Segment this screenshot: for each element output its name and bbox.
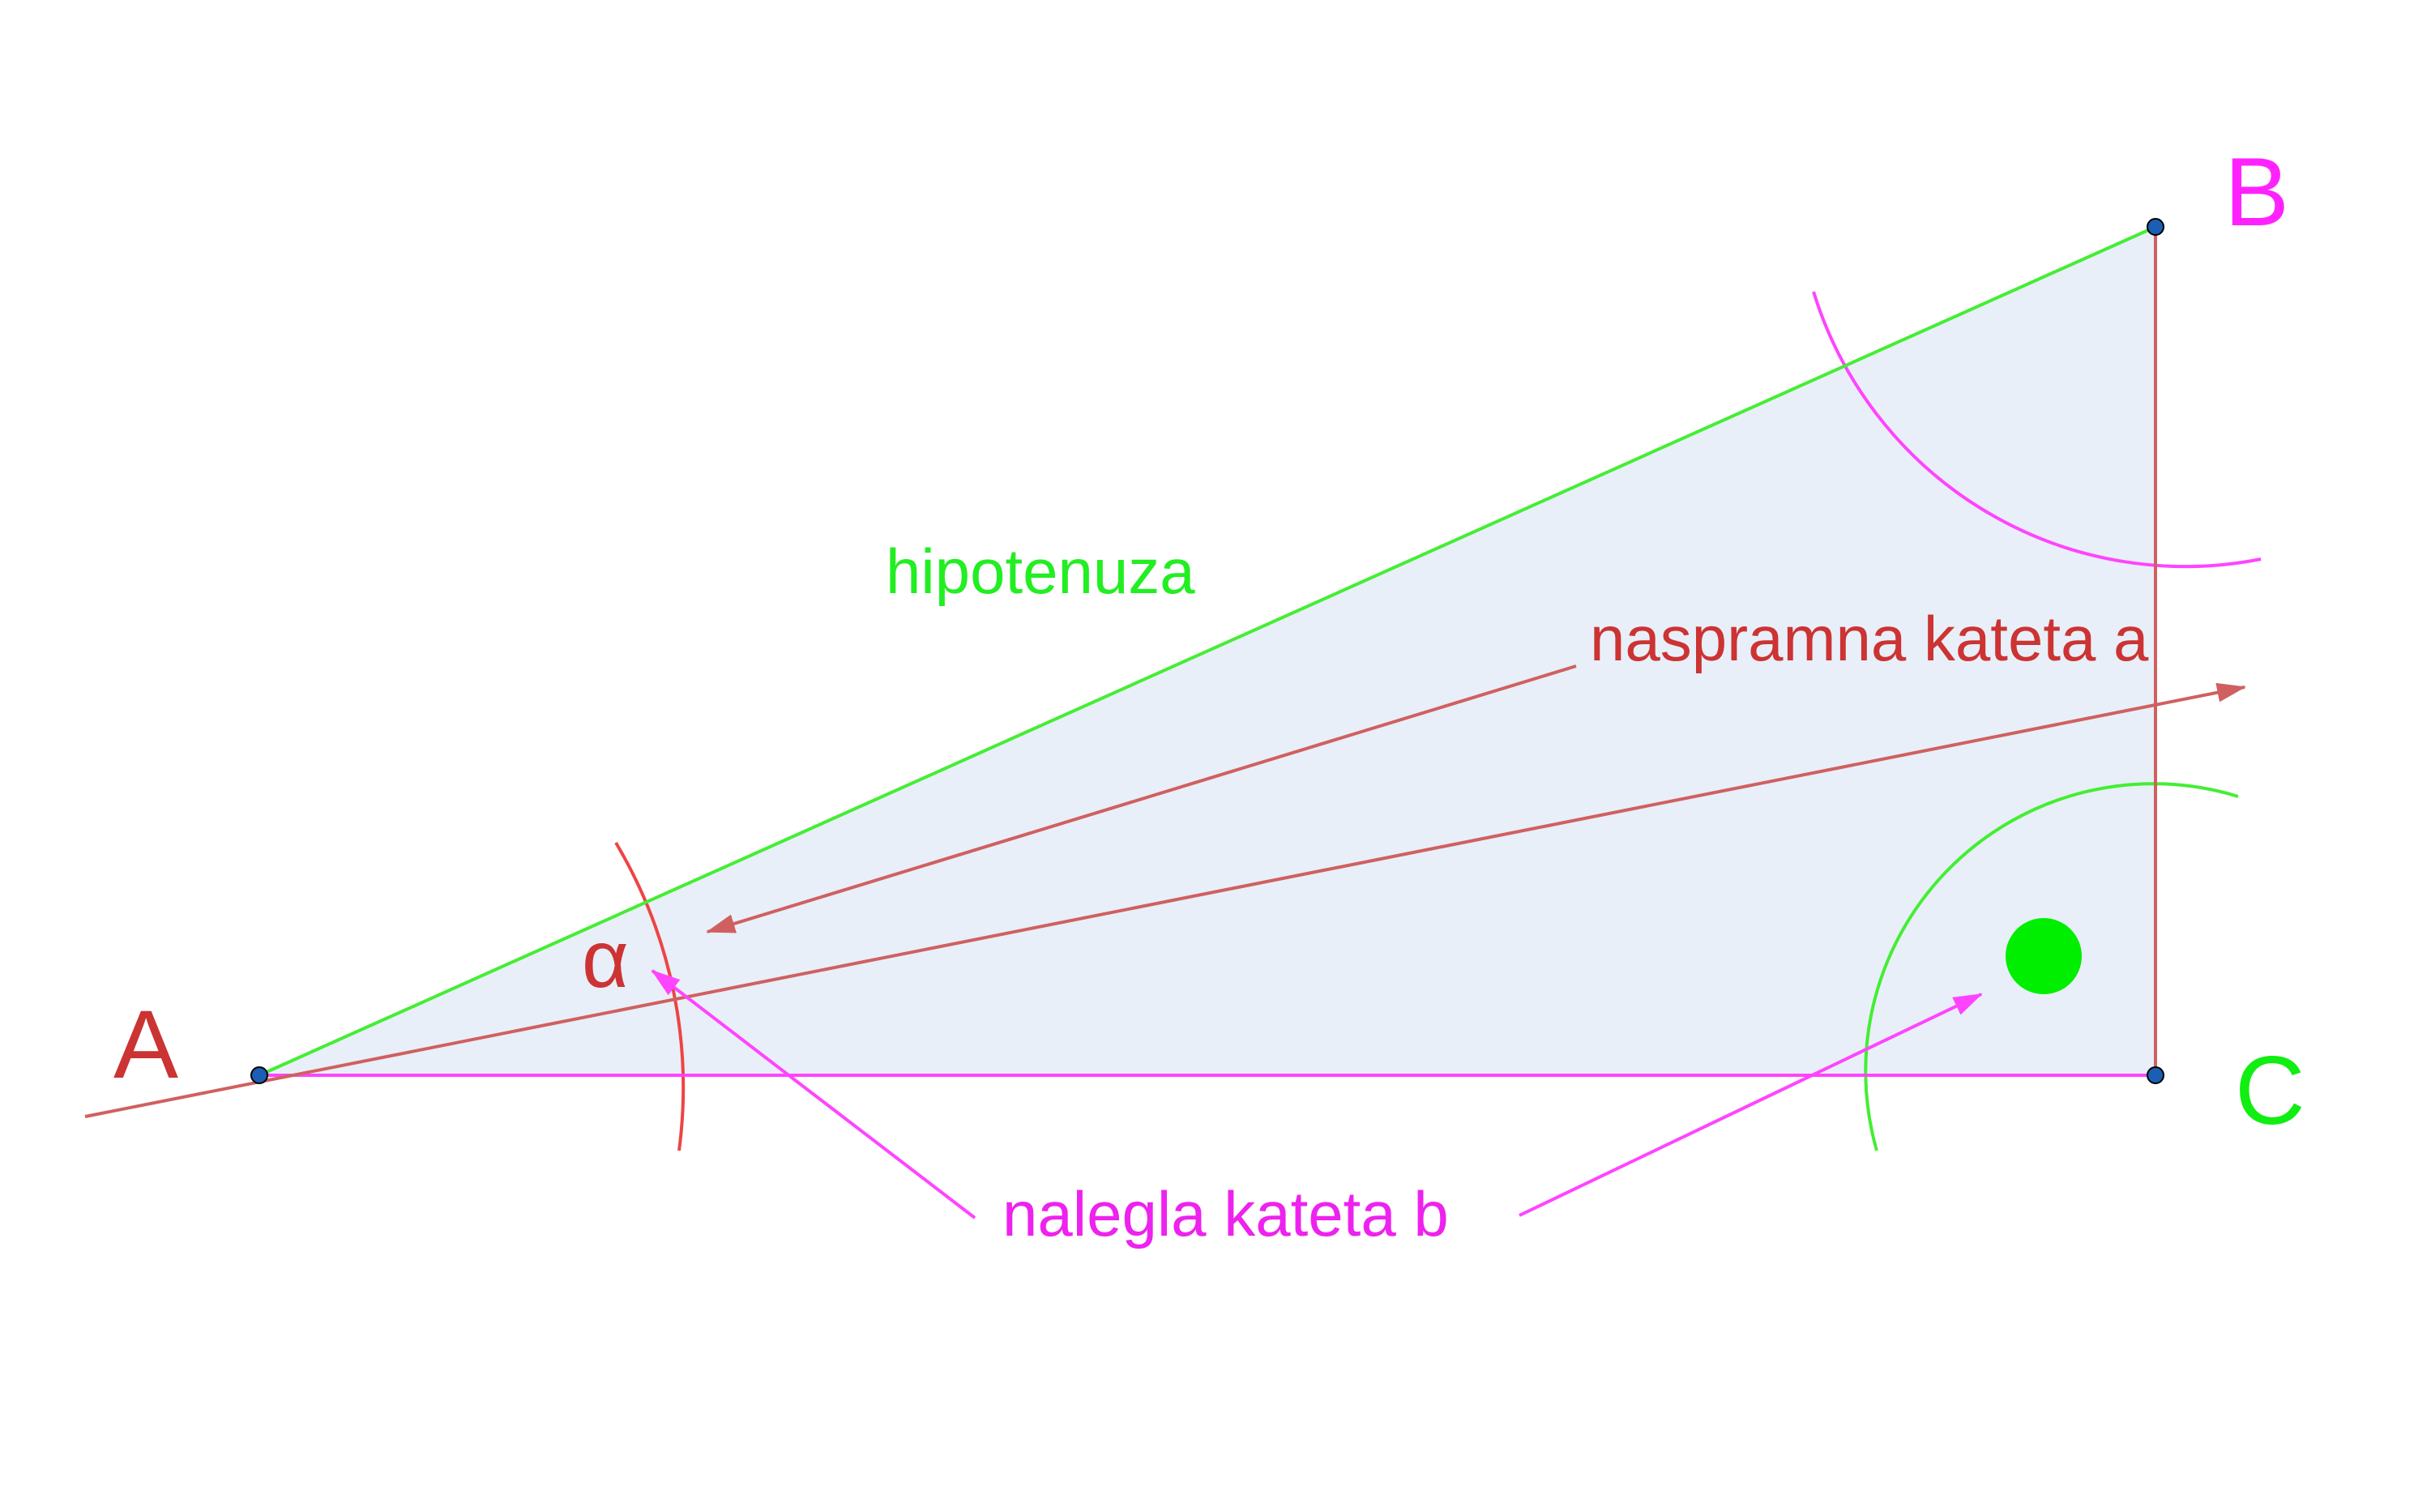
- vertex-point-b[interactable]: [2147, 218, 2164, 236]
- angle-arc-b: [1812, 291, 2262, 569]
- opposite-leg-pointer-arrow: [706, 664, 1577, 933]
- adjacent-leg-label: nalegla kateta b: [1002, 1178, 1449, 1249]
- vertex-label-c: C: [2235, 1036, 2305, 1145]
- hypotenuse-label: hipotenuza: [886, 536, 1195, 607]
- opposite-leg-label: naspramna kateta a: [1590, 603, 2149, 674]
- opposite-leg-long-arrow: [84, 682, 2246, 1118]
- vertex-label-a: A: [113, 990, 178, 1099]
- hypotenuse-ab: [258, 225, 2156, 1077]
- vertex-point-c[interactable]: [2147, 1066, 2164, 1084]
- right-angle-dot: [2006, 918, 2082, 994]
- adjacent-leg-pointer-arrow-right: [1519, 993, 1983, 1217]
- angle-arc-c: [1864, 782, 2239, 1151]
- vertex-label-b: B: [2224, 138, 2289, 246]
- angle-alpha-label: α: [582, 914, 629, 1005]
- adjacent-leg-pointer-arrow-left: [651, 969, 976, 1219]
- vertex-point-a[interactable]: [250, 1066, 268, 1084]
